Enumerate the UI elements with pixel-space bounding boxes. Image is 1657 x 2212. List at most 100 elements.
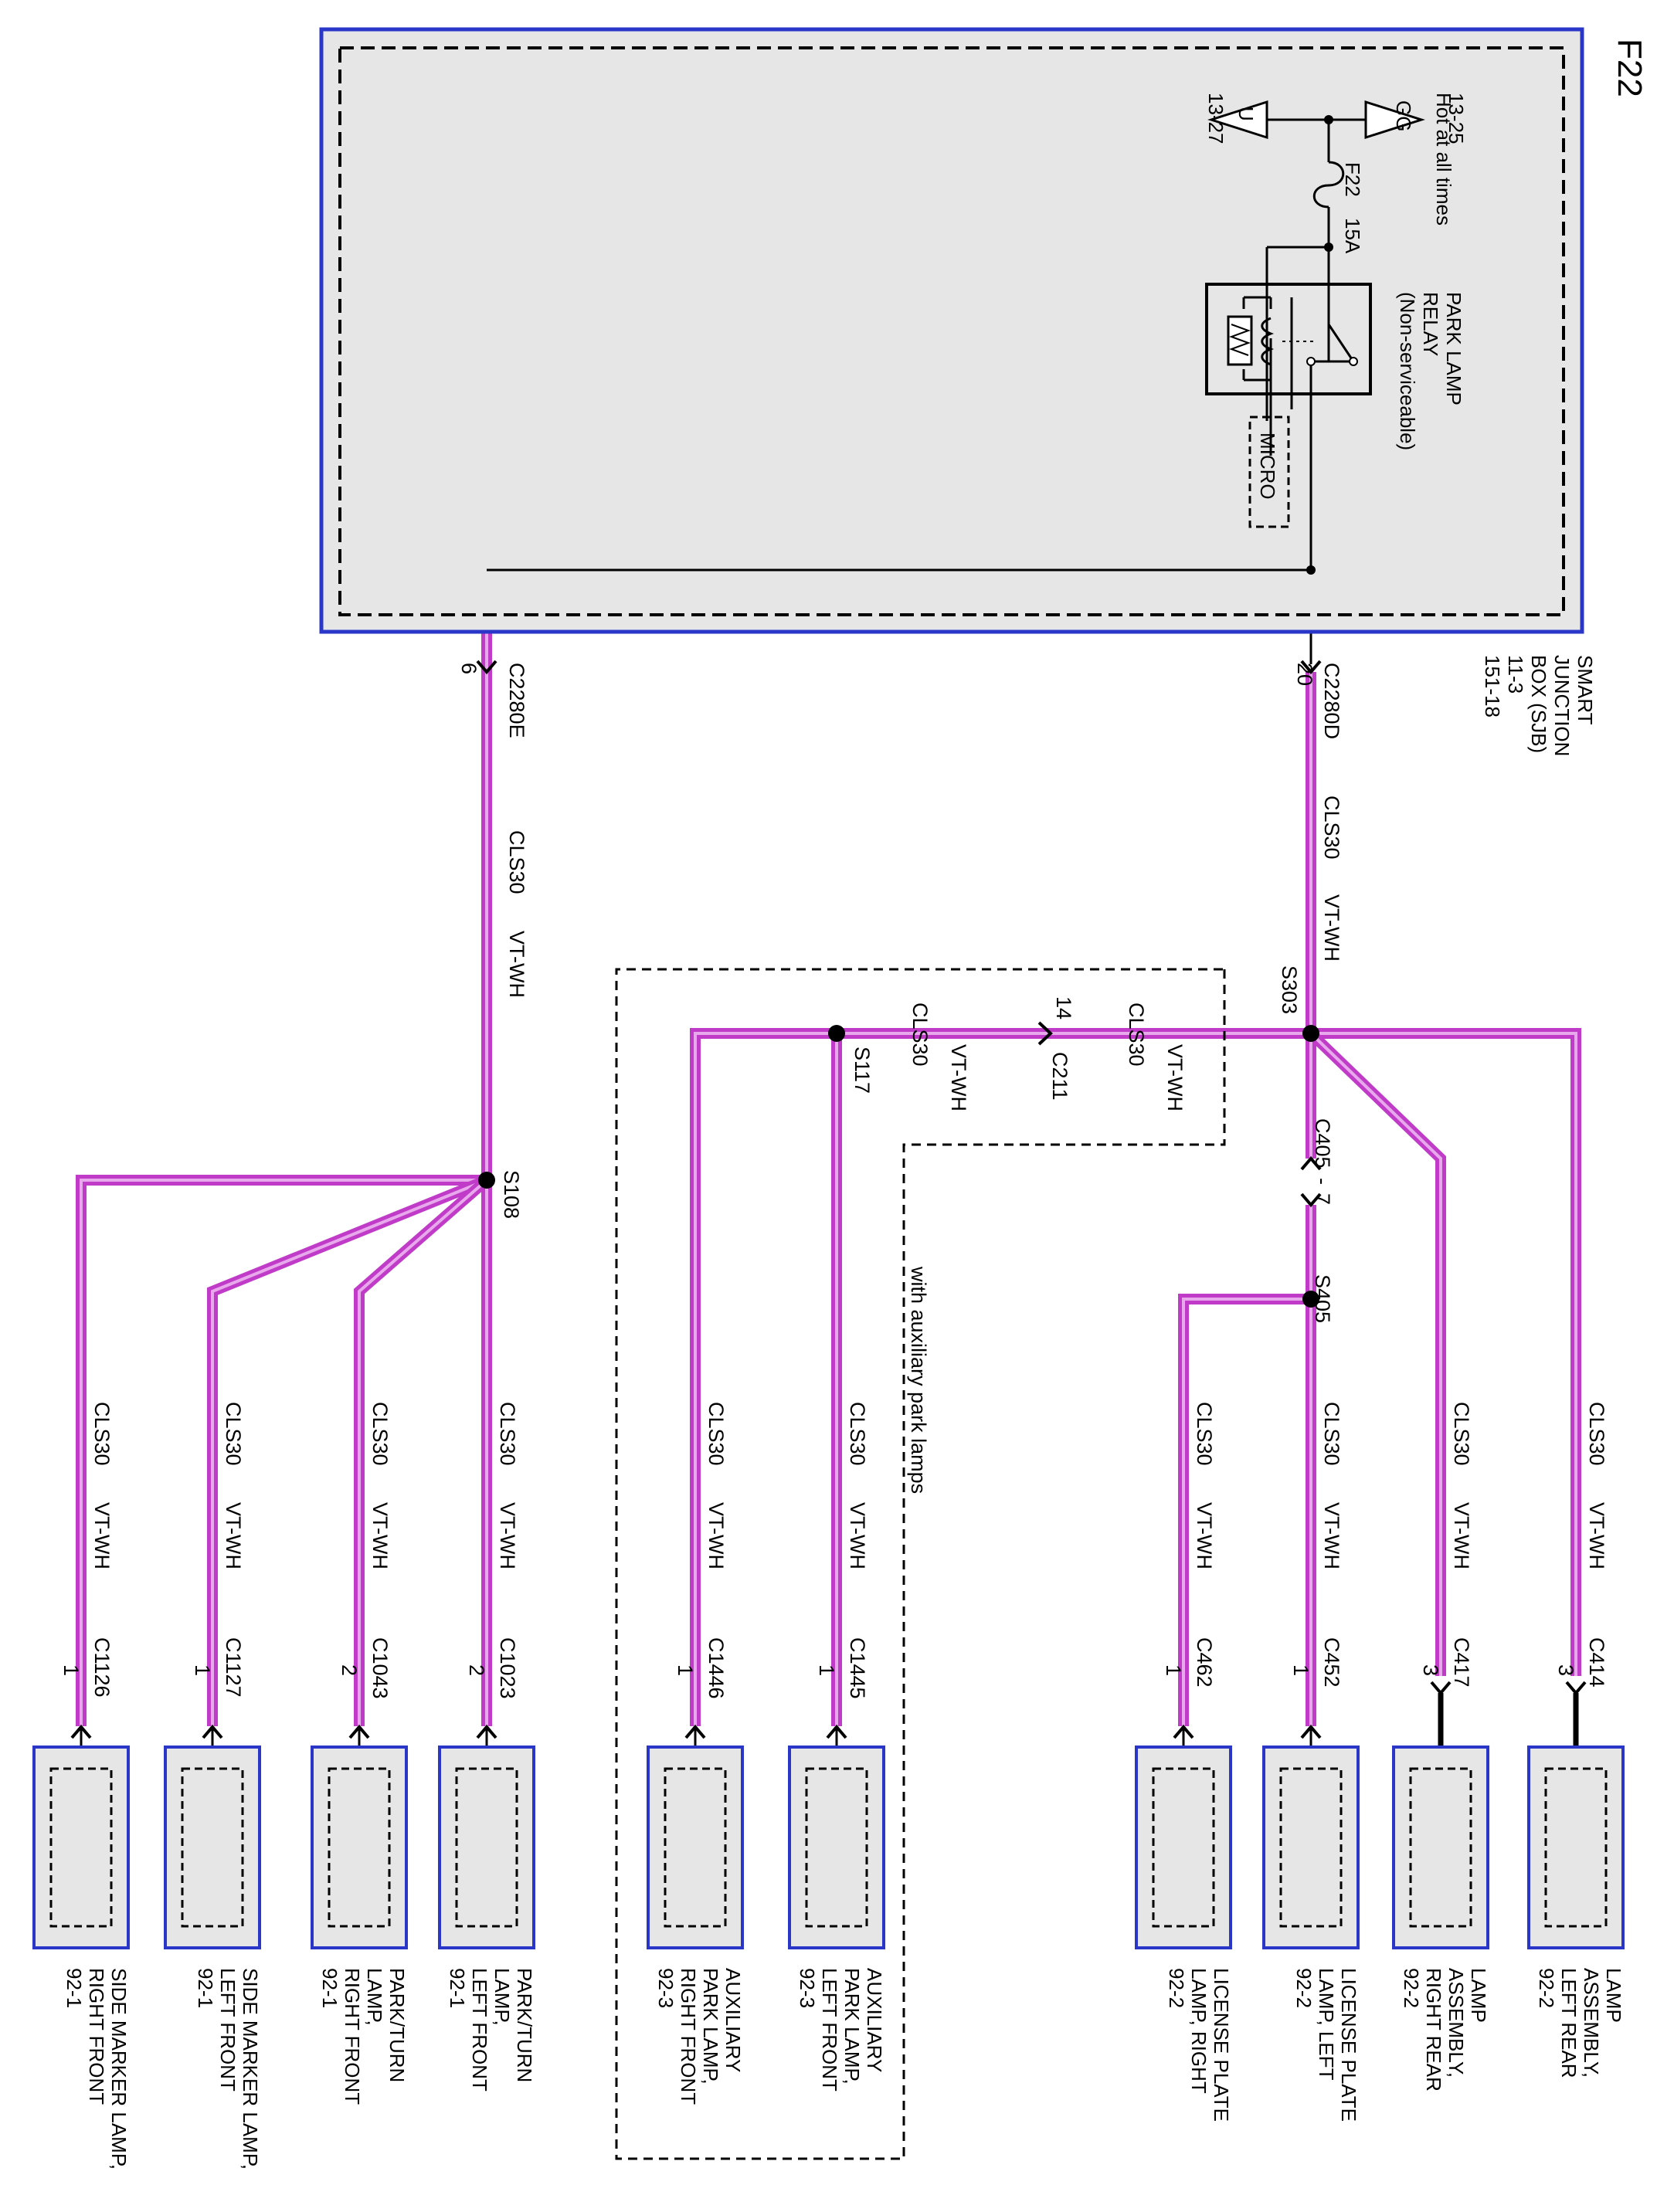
s303-label: S303 xyxy=(1278,965,1301,1014)
c2280e-connector-mark xyxy=(476,660,497,675)
c417-name-line: LAMP xyxy=(1467,1968,1490,2023)
c1445-component-box xyxy=(788,1746,885,1949)
c452-component-box xyxy=(1262,1746,1360,1949)
c417-name-line: ASSEMBLY, xyxy=(1445,1968,1468,2078)
relay-coil-icon xyxy=(1261,317,1275,366)
wire-vt-wh-stripe xyxy=(694,1032,837,1726)
wire-circuit-label: CLS30 xyxy=(505,830,528,894)
c414-terminal-arrow xyxy=(1565,1681,1587,1696)
s108-label: S108 xyxy=(500,1170,523,1219)
s117-label: S117 xyxy=(851,1047,874,1094)
c1126-pin-label: 1 xyxy=(59,1664,83,1676)
c452-pin-label: 1 xyxy=(1289,1664,1312,1676)
wire-circuit-label: CLS30 xyxy=(368,1402,392,1466)
wire-color-label: VT-WH xyxy=(1450,1502,1473,1569)
c1127-pin-label: 1 xyxy=(191,1664,214,1676)
wire-color-label: VT-WH xyxy=(1163,1044,1187,1111)
c1126-component-box xyxy=(32,1746,130,1949)
c211-connector-mark xyxy=(1037,1021,1053,1046)
c1446-pin-label: 1 xyxy=(674,1664,697,1676)
c417-connector-label: C417 xyxy=(1450,1637,1473,1688)
gg-ref-label: 13-25 xyxy=(1445,93,1468,144)
relay-switch-icon xyxy=(1327,324,1355,362)
c417-component-inner xyxy=(1409,1767,1472,1928)
wire-circuit-label: CLS30 xyxy=(846,1402,869,1466)
c1446-connector-label: C1446 xyxy=(705,1637,728,1699)
c452-component-inner xyxy=(1279,1767,1343,1928)
c2280e-label: C2280E xyxy=(505,663,528,738)
sjb-label-line-3: BOX (SJB) xyxy=(1527,655,1550,753)
c417-name-line: RIGHT REAR xyxy=(1422,1968,1445,2092)
c2280d-label: C2280D xyxy=(1320,663,1343,739)
wire-color-label: VT-WH xyxy=(222,1502,245,1569)
hot-at-all-times-label: Hot at all times xyxy=(1432,93,1455,226)
park-lamp-relay-box xyxy=(1205,283,1372,395)
c417-pin-label: 3 xyxy=(1419,1664,1442,1676)
sjb-label-line-4: 11-3 xyxy=(1504,655,1527,694)
c1043-component-box xyxy=(311,1746,408,1949)
u-ground-symbol xyxy=(1207,100,1268,140)
relay-label-line-3: (Non-serviceable) xyxy=(1396,292,1419,450)
c414-pin-label: 3 xyxy=(1554,1664,1577,1676)
c1445-name-line: PARK LAMP, xyxy=(840,1968,864,2085)
components-layer xyxy=(32,1681,1625,1949)
c1043-pin-label: 2 xyxy=(338,1664,361,1676)
c1126-name-line: RIGHT FRONT xyxy=(85,1968,108,2105)
c1023-component-box xyxy=(438,1746,535,1949)
c452-connector-label: C452 xyxy=(1320,1637,1343,1688)
c414-component-box xyxy=(1527,1746,1625,1949)
wire-vt-wh xyxy=(207,1175,489,1726)
c1126-component-inner xyxy=(49,1767,113,1928)
c1445-pin-label: 1 xyxy=(815,1664,838,1676)
gg-ground-symbol xyxy=(1364,100,1425,140)
c2280e-pin: 6 xyxy=(457,663,480,674)
page-title: F22 xyxy=(1611,39,1649,97)
c1445-name-line: AUXILIARY xyxy=(863,1968,886,2072)
c1043-name-line: LAMP, xyxy=(363,1968,386,2026)
wire-circuit-label: CLS30 xyxy=(1193,1402,1216,1466)
splices-layer xyxy=(478,1025,1319,1308)
c1446-name-line: AUXILIARY xyxy=(722,1968,745,2072)
wire-color-label: VT-WH xyxy=(1320,1502,1343,1569)
c1446-component-box xyxy=(647,1746,744,1949)
c2280d-connector-mark xyxy=(1300,660,1322,675)
wire-circuit-label: CLS30 xyxy=(908,1003,932,1067)
c1446-name-line: RIGHT FRONT xyxy=(677,1968,700,2105)
c417-terminal-arrow xyxy=(1430,1681,1452,1696)
wire-color-label: VT-WH xyxy=(1585,1502,1608,1569)
c414-connector-label: C414 xyxy=(1585,1637,1608,1688)
c462-connector-label: C462 xyxy=(1193,1637,1216,1688)
junction-dot xyxy=(1306,565,1316,575)
u-symbol-text: U xyxy=(1234,107,1258,121)
labels-layer: F22 Hot at all times GG 13-25 U 13-27 F2… xyxy=(59,39,1649,2170)
wire-color-label: VT-WH xyxy=(505,931,528,998)
c1445-name-line: LEFT FRONT xyxy=(818,1968,841,2092)
wire-circuit-label: CLS30 xyxy=(90,1402,114,1466)
wire-circuit-label: CLS30 xyxy=(705,1402,728,1466)
wire-vt-wh xyxy=(690,1028,837,1726)
c1126-connector-label: C1126 xyxy=(90,1637,114,1698)
wire-color-label: VT-WH xyxy=(90,1502,114,1569)
u-ref-label: 13-27 xyxy=(1204,93,1227,144)
micro-box xyxy=(1248,416,1290,528)
wire-vt-wh-stripe xyxy=(211,1179,487,1726)
c1043-name-line: RIGHT FRONT xyxy=(341,1968,364,2105)
sjb-label-line-2: JUNCTION xyxy=(1550,655,1574,756)
c405-separator: - xyxy=(1311,1178,1334,1185)
wire-color-label: VT-WH xyxy=(1320,894,1343,962)
c2280d-pin: 20 xyxy=(1293,663,1316,686)
relay-label-line-1: PARK LAMP xyxy=(1442,292,1465,405)
wire-circuit-label: CLS30 xyxy=(496,1402,519,1466)
sjb-label-line-5: 151-18 xyxy=(1481,655,1504,718)
fuse-name-label: F22 xyxy=(1341,162,1364,197)
c1043-name-line: 92-1 xyxy=(318,1968,341,2008)
c1127-component-box xyxy=(164,1746,261,1949)
wires-layer xyxy=(76,570,1581,1726)
fuse-f22-symbol xyxy=(1312,161,1345,209)
c1023-name-line: LEFT FRONT xyxy=(468,1968,491,2092)
c414-name-line: LEFT REAR xyxy=(1557,1968,1581,2078)
gg-symbol-text: GG xyxy=(1392,100,1415,131)
sjb-label-line-1: SMART xyxy=(1574,655,1597,725)
c211-label: C211 xyxy=(1048,1052,1071,1101)
